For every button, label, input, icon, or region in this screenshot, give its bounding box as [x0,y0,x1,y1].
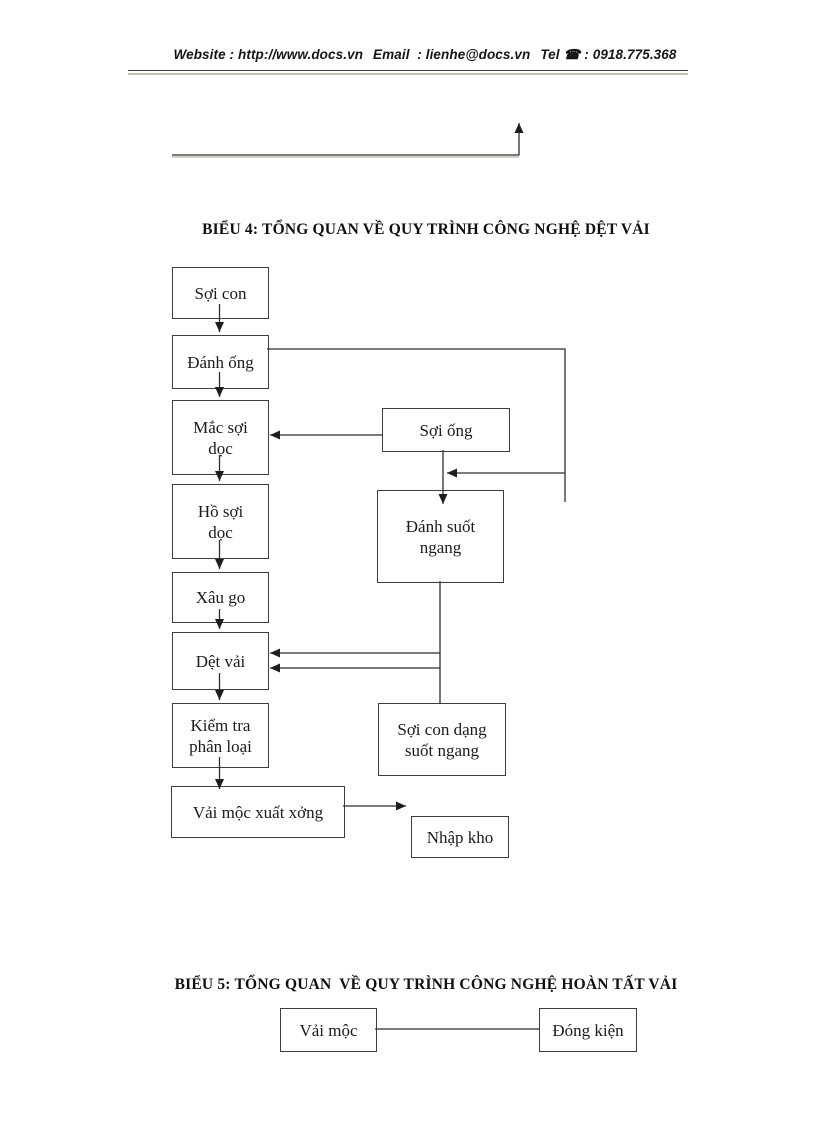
header-website-value: : http://www.docs.vn [225,47,364,62]
flow-node-soi-con-dang-suot-ngang-label: Sợi con dạng suốt ngang [397,719,487,760]
flow-node-nhap-kho: Nhập kho [411,816,509,858]
flow-node-mac-soi-doc: Mắc sợi dọc [172,400,269,475]
edge-top-return-arrow [172,123,524,156]
flow-node-danh-ong: Đánh ống [172,335,269,389]
flow-node-kiem-tra-phan-loai-label: Kiểm tra phân loại [189,715,252,756]
flow-node-nhap-kho-label: Nhập kho [426,827,494,847]
flow-node-vai-moc: Vải mộc [280,1008,377,1052]
page-header: Website : http://www.docs.vn Email : lien… [34,47,816,63]
header-website-label: Website [173,47,226,62]
header-tel-label: Tel [540,47,560,62]
flow-node-soi-con: Sợi con [172,267,269,319]
flow-node-vai-moc-xuat-xong-label: Vải mộc xuất xởng [192,802,324,822]
flow-node-soi-ong-label: Sợi ống [419,420,473,440]
flow-node-soi-con-label: Sợi con [194,283,247,303]
flow-node-xau-go-label: Xâu go [195,588,246,607]
flow-node-danh-suot-ngang-label: Đánh suốt ngang [405,516,476,557]
header-rule [128,70,688,75]
flow-node-mac-soi-doc-label: Mắc sợi dọc [193,417,248,458]
flow-node-vai-moc-label: Vải mộc [299,1020,358,1040]
flow-node-ho-soi-doc-label: Hồ sợi dọc [197,501,244,542]
flow-node-soi-ong: Sợi ống [382,408,510,452]
flow-node-danh-ong-label: Đánh ống [187,352,254,372]
header-email-value: : lienhe@docs.vn [409,47,531,62]
flow-node-det-vai-label: Dệt vải [195,651,246,671]
flow-node-dong-kien-label: Đóng kiện [552,1020,624,1040]
header-email-label: Email [373,47,410,62]
flow-node-det-vai: Dệt vải [172,632,269,690]
flow-node-dong-kien: Đóng kiện [539,1008,637,1052]
flow-node-ho-soi-doc: Hồ sợi dọc [172,484,269,559]
flow-node-xau-go: Xâu go [172,572,269,623]
figure4-title: BIỂU 4: TỔNG QUAN VỀ QUY TRÌNH CÔNG NGHỆ… [202,221,650,238]
flow-node-kiem-tra-phan-loai: Kiểm tra phân loại [172,703,269,768]
figure5-title: BIỂU 5: TỔNG QUAN VỀ QUY TRÌNH CÔNG NGHỆ… [174,976,678,993]
header-tel-value: : 0918.775.368 [580,47,677,62]
flow-node-danh-suot-ngang: Đánh suốt ngang [377,490,504,583]
flow-node-vai-moc-xuat-xong: Vải mộc xuất xởng [171,786,345,838]
phone-icon: ☎ [563,47,581,62]
flow-node-soi-con-dang-suot-ngang: Sợi con dạng suốt ngang [378,703,506,776]
